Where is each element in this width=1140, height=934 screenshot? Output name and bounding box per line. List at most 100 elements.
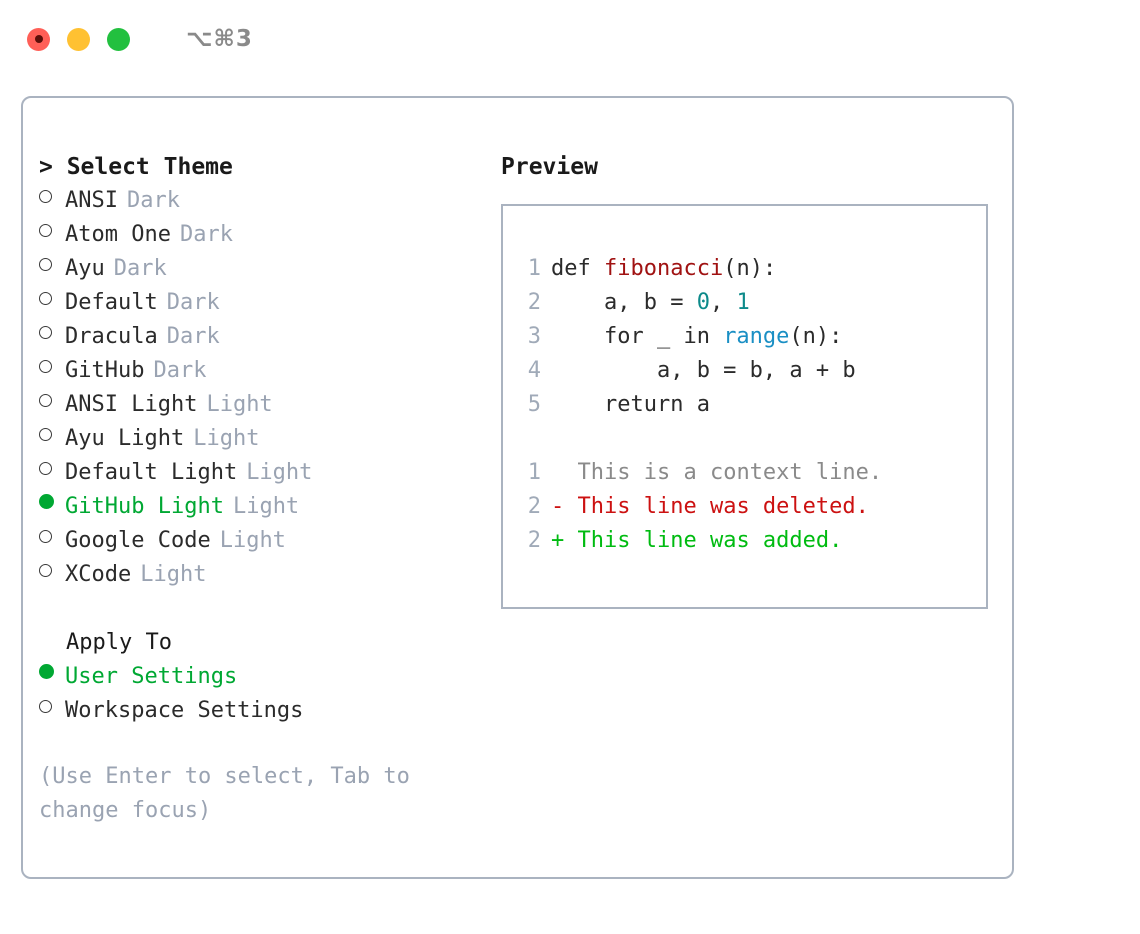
code-line-number: 1 [527,256,541,281]
theme-variant-tag: Light [246,460,313,485]
radio-unselected-icon [39,700,65,713]
theme-option-ansi[interactable]: ANSI Dark [39,184,489,218]
title-bar: ⌥⌘3 [0,0,1140,78]
theme-option-label: ANSI Light [65,392,198,417]
minimize-button[interactable] [67,27,90,51]
code-token-plain: a, b = b, a + b [551,358,856,383]
diff-line: 2 + This line was added. [503,524,986,558]
theme-variant-tag: Dark [126,188,180,213]
diff-line-number: 1 [527,460,541,485]
maximize-button[interactable] [107,27,130,51]
code-diff-gap [503,422,986,456]
theme-option-default[interactable]: Default Dark [39,286,489,320]
code-token-plain: (n): [723,256,777,281]
theme-option-label: ANSI [65,188,118,213]
radio-selected-icon [39,664,65,679]
apply-to-header: Apply To [66,630,172,655]
theme-variant-tag: Light [140,562,207,587]
code-token-plain: return a [551,392,710,417]
radio-dot [39,394,52,407]
theme-variant-tag: Light [232,494,300,519]
radio-unselected-icon [39,428,65,441]
diff-marker: + [551,528,578,553]
code-token-plain: for _ in [551,324,724,349]
diff-line: 1 This is a context line. [503,456,986,490]
radio-dot [39,258,52,271]
radio-unselected-icon [39,462,65,475]
diff-line-text: This is a context line. [577,460,883,485]
theme-variant-tag: Light [193,426,260,451]
theme-option-ayu-light[interactable]: Ayu Light Light [39,422,489,456]
theme-option-ansi-light[interactable]: ANSI Light Light [39,388,489,422]
close-button[interactable] [27,27,50,51]
code-token-num: 1 [736,290,750,315]
code-token-plain: a, b = [551,290,697,315]
theme-variant-tag: Dark [179,222,233,247]
radio-dot [39,494,54,509]
radio-unselected-icon [39,394,65,407]
select-theme-header: > Select Theme [39,154,233,180]
theme-variant-tag: Dark [113,256,167,281]
theme-option-label: Google Code [65,528,211,553]
radio-selected-icon [39,494,65,509]
diff-marker [551,456,578,490]
radio-unselected-icon [39,564,65,577]
diff-line-number: 2 [527,494,541,519]
theme-option-label: Default [65,290,158,315]
radio-unselected-icon [39,224,65,237]
radio-dot [39,428,52,441]
radio-dot [39,190,52,203]
diff-line-text: This line was added. [577,528,843,553]
code-line-text: a, b = 0, 1 [551,286,750,320]
radio-unselected-icon [39,360,65,373]
theme-option-label: Ayu Light [65,426,185,451]
code-line-number: 4 [527,358,541,383]
preview-title: Preview [501,154,598,180]
diff-line-text: This line was deleted. [577,494,869,519]
radio-dot [39,224,52,237]
radio-unselected-icon [39,190,65,203]
diff-sample: 1 This is a context line.2- This line wa… [503,456,986,558]
theme-option-xcode[interactable]: XCode Light [39,558,489,592]
code-line-number: 5 [527,392,541,417]
code-line-text: def fibonacci(n): [551,252,776,286]
apply-to-option-user-settings[interactable]: User Settings [39,660,489,694]
radio-unselected-icon [39,326,65,339]
apply-to-option-workspace-settings[interactable]: Workspace Settings [39,694,489,728]
window-controls [27,27,130,51]
diff-line: 2- This line was deleted. [503,490,986,524]
code-line: 2 a, b = 0, 1 [503,286,986,320]
theme-option-label: XCode [65,562,132,587]
theme-variant-tag: Dark [166,290,220,315]
theme-option-label: Ayu [65,256,105,281]
apply-to-option-label: User Settings [65,664,238,689]
list-spacer [39,592,489,626]
radio-dot [39,292,52,305]
diff-line-number: 2 [527,528,541,553]
radio-dot [39,700,52,713]
theme-option-label: GitHub Light [65,494,224,519]
code-line: 3 for _ in range(n): [503,320,986,354]
radio-dot [39,360,52,373]
code-line-text: for _ in range(n): [551,320,842,354]
code-token-blue: range [723,324,790,349]
code-token-plain: , [709,290,737,315]
theme-variant-tag: Light [206,392,273,417]
theme-option-github-light[interactable]: GitHub Light Light [39,490,489,524]
code-line-number: 3 [527,324,541,349]
theme-option-ayu[interactable]: Ayu Dark [39,252,489,286]
code-line: 4 a, b = b, a + b [503,354,986,388]
